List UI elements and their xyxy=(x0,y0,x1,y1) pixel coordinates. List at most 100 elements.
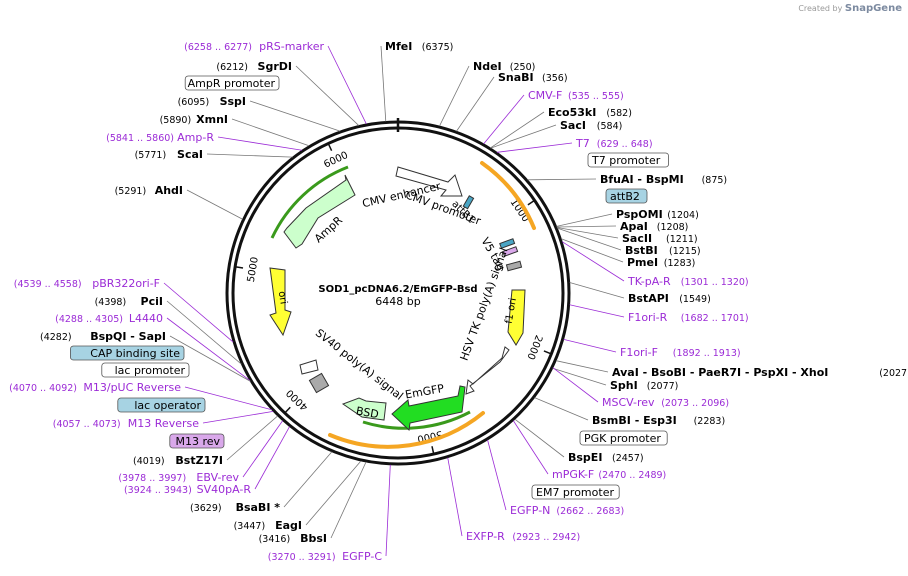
leader-line xyxy=(563,338,617,353)
left-label-name: ScaI xyxy=(177,148,203,161)
leader-line xyxy=(295,65,360,126)
ori-arrow xyxy=(269,267,292,337)
feature-box xyxy=(101,362,190,378)
feature-label-hsv-tk: HSV TK poly(A) signal xyxy=(458,246,511,362)
left-label-pos: (4288 .. 4305) xyxy=(55,314,123,325)
left-labels: pRS-marker(6258 .. 6277)SgrDI(6212)AmpR … xyxy=(9,40,382,563)
right-label-pos: (2283) xyxy=(694,416,726,427)
ampr-arrow xyxy=(283,174,356,249)
leader-line xyxy=(283,451,333,508)
bsd-arrow xyxy=(341,397,387,421)
left-label-name: Amp-R xyxy=(177,131,214,144)
leader-line xyxy=(305,460,362,526)
tick-mark xyxy=(284,406,291,414)
right-label-name: EGFP-N xyxy=(510,504,550,517)
right-label-pos: (2077) xyxy=(647,381,679,392)
bsd-track xyxy=(362,410,471,430)
right-label-name: TK-pA-R xyxy=(627,275,671,288)
leader-line xyxy=(487,439,507,511)
right-label-name: MfeI xyxy=(385,40,412,53)
left-label-name: SspI xyxy=(220,95,246,108)
right-label-name: BsmBI - Esp3I xyxy=(592,414,677,427)
left-label-pos: (6095) xyxy=(178,97,210,108)
left-label-pos: (3447) xyxy=(234,521,266,532)
right-label-pos: (1892 .. 1913) xyxy=(673,348,741,359)
leader-line xyxy=(163,282,234,343)
orange-arc-bottom xyxy=(328,411,485,449)
feature-box xyxy=(587,152,669,168)
feature-label-emgfp: EmGFP xyxy=(404,382,445,402)
left-label-box-text: AmpR promoter xyxy=(188,77,276,90)
right-label-pos: (1682 .. 1701) xyxy=(681,313,749,324)
right-label-name: EXFP-R xyxy=(466,530,505,543)
right-label-pos: (535 .. 555) xyxy=(568,91,624,102)
right-label-name: NdeI xyxy=(473,60,502,73)
left-label-pos: (6212) xyxy=(216,62,248,73)
left-label-box-text: M13 rev xyxy=(175,435,220,448)
left-label-pos: (5890) xyxy=(160,115,192,126)
right-label-name: MSCV-rev xyxy=(602,396,655,409)
left-label-pos: (3924 .. 3943) xyxy=(124,485,192,496)
left-label-box-text: CAP binding site xyxy=(90,347,180,360)
leader-line xyxy=(447,457,463,537)
left-label-name: pBR322ori-F xyxy=(92,277,160,290)
left-label-pos: (5771) xyxy=(135,150,167,161)
leader-line xyxy=(534,397,589,421)
leader-line xyxy=(556,360,609,373)
left-label-pos: (5841 .. 5860) xyxy=(106,133,174,144)
right-label-name: mPGK-F xyxy=(552,468,594,481)
right-label-name: BfuAI - BspMI xyxy=(600,173,684,186)
right-label-pos: (582) xyxy=(606,108,632,119)
left-label-box-text: lac operator xyxy=(134,399,201,412)
right-label-name: SnaBI xyxy=(498,71,534,84)
left-label-pos: (4398) xyxy=(95,297,127,308)
leader-line xyxy=(202,410,274,424)
left-label-name: pRS-marker xyxy=(259,40,324,53)
leader-line xyxy=(226,415,278,461)
right-label-pos: (1549) xyxy=(679,294,711,305)
left-label-pos: (3978 .. 3997) xyxy=(118,473,186,484)
left-label-name: PciI xyxy=(141,295,163,308)
left-label-box-text: lac promoter xyxy=(115,364,186,377)
left-label-pos: (4282) xyxy=(40,332,72,343)
tick-mark xyxy=(234,266,244,269)
plasmid-name: SOD1_pcDNA6.2/EmGFP-Bsd xyxy=(318,284,477,295)
leader-line xyxy=(169,335,251,382)
leader-line xyxy=(512,420,549,475)
left-label-name: EGFP-C xyxy=(342,550,382,563)
snapgene-logo: SnapGene xyxy=(844,3,902,14)
hsv-tk-arrow xyxy=(465,346,510,395)
leader-line xyxy=(327,45,367,125)
right-label-pos: (584) xyxy=(597,121,623,132)
feature-label-ori: ori xyxy=(276,290,289,305)
leader-line xyxy=(254,426,290,490)
feature-box xyxy=(169,433,225,449)
left-label-pos: (4057 .. 4073) xyxy=(53,419,121,430)
lac-region-mark xyxy=(308,372,330,394)
orange-arc-top xyxy=(480,161,536,230)
left-label-name: XmnI xyxy=(196,113,228,126)
right-label-box-text: PGK promoter xyxy=(584,432,661,445)
right-label-name: PmeI xyxy=(627,256,658,269)
left-label-name: BstZ17I xyxy=(175,454,223,467)
right-label-pos: (1211) xyxy=(666,234,698,245)
left-label-pos: (4019) xyxy=(133,456,165,467)
credit-prefix: Created by xyxy=(798,4,843,13)
leader-line xyxy=(552,367,607,386)
feature-box xyxy=(70,345,185,361)
leader-line xyxy=(439,65,470,127)
leader-line xyxy=(561,238,624,263)
right-label-pos: (2027) xyxy=(879,368,908,379)
right-label-pos: (1301 .. 1320) xyxy=(681,277,749,288)
v5-tag-mark-1 xyxy=(499,238,516,249)
right-label-name: SphI xyxy=(610,379,638,392)
leader-line xyxy=(556,227,619,239)
left-label-name: SV40pA-R xyxy=(197,483,252,496)
left-label-name: EagI xyxy=(275,519,302,532)
leader-line xyxy=(231,118,310,147)
left-label-pos: (5291) xyxy=(115,186,147,197)
leader-lines xyxy=(163,45,625,557)
right-label-pos: (1215) xyxy=(669,246,701,257)
right-label-pos: (2073 .. 2096) xyxy=(661,398,729,409)
leader-line xyxy=(527,178,597,181)
